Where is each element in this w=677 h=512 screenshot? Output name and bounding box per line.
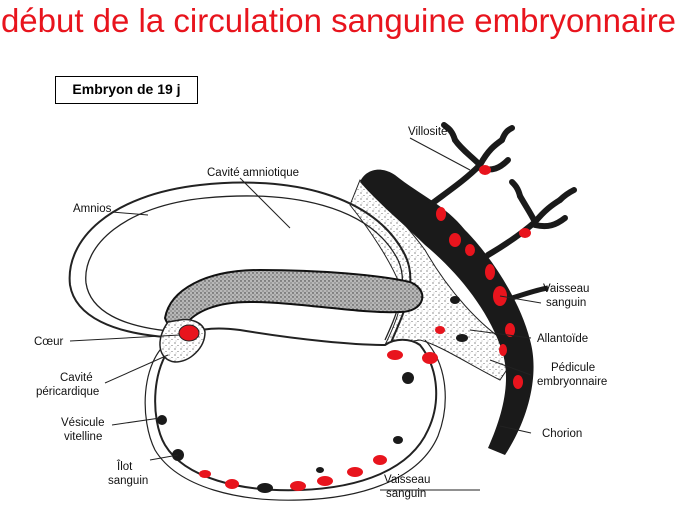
label-villosite: Villosité: [408, 126, 447, 138]
villus-right: [485, 179, 577, 258]
heart-shape: [178, 324, 200, 342]
label-vaisseau-top-2: sanguin: [546, 297, 586, 309]
label-pedicule-2: embryonnaire: [537, 376, 607, 388]
allantois-vessel: [435, 326, 445, 334]
label-ilot-1: Îlot: [116, 460, 133, 473]
allantois-blob: [450, 296, 460, 304]
label-pedicule-1: Pédicule: [551, 362, 595, 374]
label-vesicule-1: Vésicule: [61, 417, 104, 429]
embryo-age-box: Embryon de 19 j: [55, 76, 198, 104]
label-vaisseau-bottom-1: Vaisseau: [384, 474, 430, 486]
label-ilot-2: sanguin: [108, 475, 148, 487]
label-chorion: Chorion: [542, 428, 582, 440]
label-vaisseau-top-1: Vaisseau: [543, 283, 589, 295]
chorion-band: [360, 169, 534, 455]
yolk-sac: [154, 327, 438, 492]
amnion-membrane: [68, 181, 412, 346]
label-coeur: Cœur: [34, 336, 64, 348]
amniotic-cavity-inner: [85, 195, 404, 341]
allantois-blob: [456, 334, 468, 342]
label-vesicule-2: vitelline: [64, 431, 102, 443]
label-cavite-pericardique-2: péricardique: [36, 386, 99, 398]
allantois-stalk-region: [349, 179, 521, 381]
chorion-branch: [504, 285, 549, 303]
yolk-sac-blood-islands: [157, 350, 438, 493]
label-vaisseau-bottom-2: sanguin: [386, 488, 426, 500]
slide-title: début de la circulation sanguine embryon…: [0, 2, 677, 39]
label-cavite-amniotique: Cavité amniotique: [207, 167, 299, 179]
label-amnios: Amnios: [73, 203, 112, 215]
embryonic-disc: [163, 268, 424, 329]
label-cavite-pericardique-1: Cavité: [60, 372, 93, 384]
label-allantoide: Allantoïde: [537, 333, 588, 345]
chorion-vessels: [436, 165, 531, 389]
leader-lines: [69, 137, 542, 491]
